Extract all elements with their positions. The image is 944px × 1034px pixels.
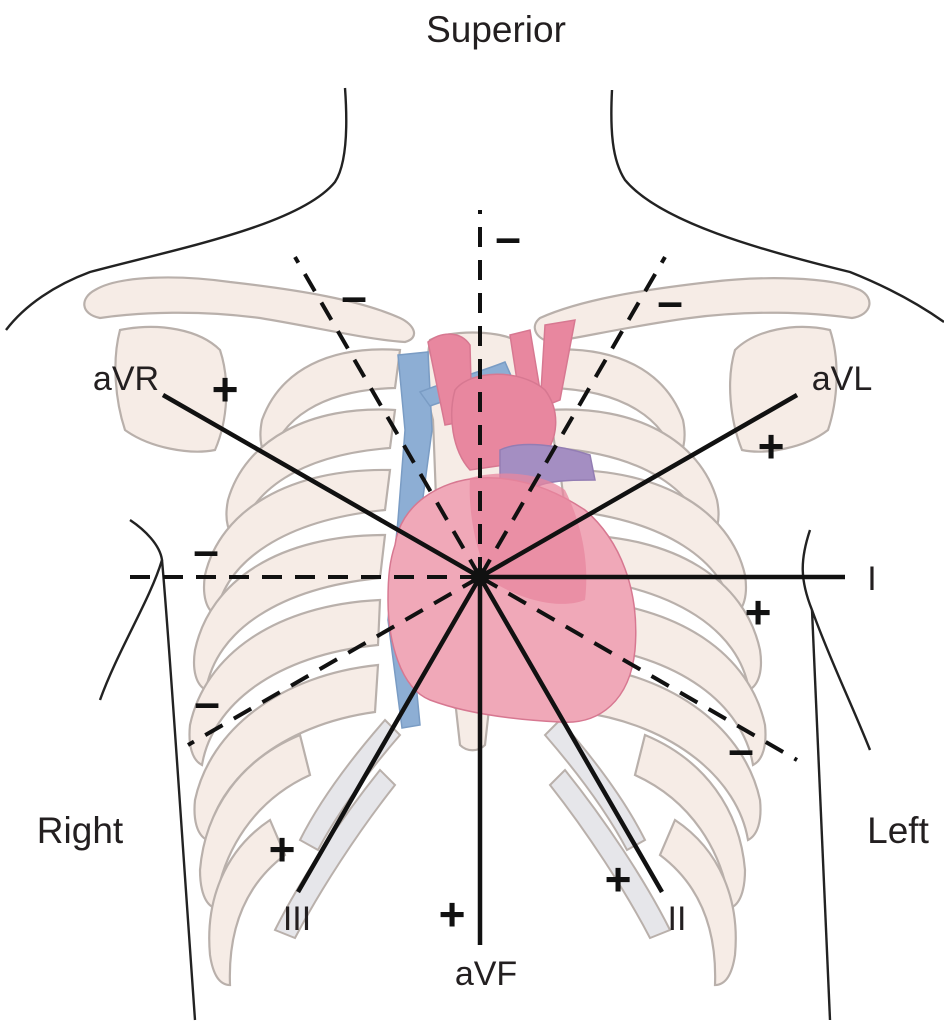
avl-minus-sign: – <box>194 676 220 728</box>
lead-iii-minus-sign: – <box>657 275 683 327</box>
lead-iii-label: III <box>283 900 311 938</box>
avl-plus-sign: + <box>758 420 785 472</box>
lead-avl-label: aVL <box>812 360 873 398</box>
lead-avf-label: aVF <box>455 955 517 993</box>
lead-i-plus-sign: + <box>745 586 772 638</box>
avr-plus-sign: + <box>212 363 239 415</box>
right-label: Right <box>37 810 124 851</box>
avf-plus-sign: + <box>439 888 466 940</box>
superior-label: Superior <box>426 9 566 50</box>
avr-minus-sign: – <box>728 723 754 775</box>
lead-ii-plus-sign: + <box>605 853 632 905</box>
lead-iii-plus-sign: + <box>269 823 296 875</box>
lead-ii-minus-sign: – <box>341 270 367 322</box>
lead-i-label: I <box>867 560 876 598</box>
avf-minus-sign: – <box>495 211 521 263</box>
left-label: Left <box>867 810 929 851</box>
center-point <box>471 568 489 586</box>
lead-ii-label: II <box>668 900 687 938</box>
lead-avr-label: aVR <box>93 360 159 398</box>
lead-i-minus-sign: – <box>193 524 219 576</box>
